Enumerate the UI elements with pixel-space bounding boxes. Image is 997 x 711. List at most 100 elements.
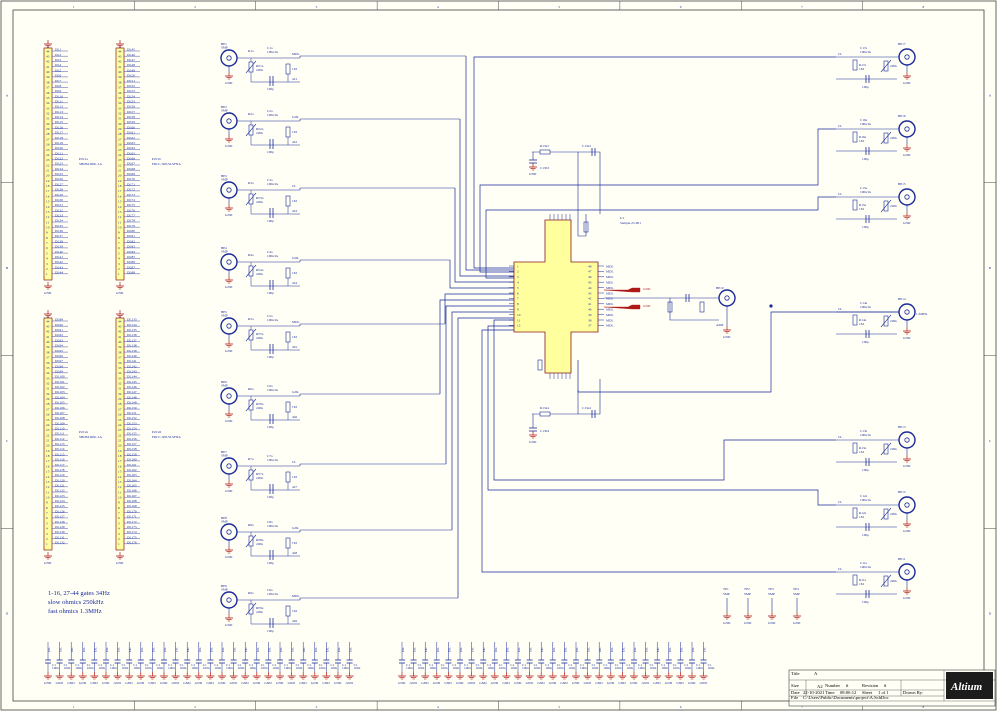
ic-pin-number: 8 bbox=[517, 302, 519, 306]
pin-number: 5 bbox=[46, 521, 48, 525]
bus-wire bbox=[479, 128, 836, 273]
thermistor-ref: RT3a bbox=[256, 196, 264, 200]
ground-label: GND bbox=[653, 681, 661, 685]
pin-number: 20 bbox=[118, 444, 122, 448]
pin-net: DL16 bbox=[55, 125, 63, 129]
connector-ref: BP8 bbox=[221, 516, 227, 520]
cap-value: 100n bbox=[261, 666, 268, 670]
pin-net: DL60 bbox=[127, 125, 135, 129]
cap-value: 100n bbox=[464, 666, 471, 670]
pin-net: DL70 bbox=[127, 177, 135, 181]
cap-small-value: 100p bbox=[862, 600, 869, 604]
connector-type: SMP bbox=[221, 314, 228, 318]
thermistor-value: 220k bbox=[256, 131, 263, 135]
pin-net: DL57 bbox=[127, 110, 135, 114]
ic-pin-number: 10 bbox=[517, 313, 521, 317]
cap-ref: C1 bbox=[307, 663, 311, 667]
ic-ref: U1 bbox=[620, 216, 624, 220]
date-label: Date bbox=[791, 690, 800, 695]
connector-ref: BP1 bbox=[221, 42, 227, 46]
cap-ref: C1 bbox=[214, 663, 218, 667]
resistor-value: 1M bbox=[292, 130, 297, 134]
net-label: CL bbox=[838, 124, 842, 128]
net-label: GDL bbox=[292, 526, 299, 530]
connector-type: SMP bbox=[221, 384, 228, 388]
pin-net: DL79 bbox=[127, 224, 135, 228]
top-resistor-label: R13a3 bbox=[540, 144, 549, 148]
thermistor-arrow bbox=[880, 442, 892, 456]
ground-label: GND bbox=[116, 291, 124, 295]
ground-label: GND bbox=[195, 681, 203, 685]
pin-net: DL88 bbox=[127, 271, 135, 275]
ic-pin-number: 43 bbox=[588, 291, 592, 295]
thermistor-ref: RT1a bbox=[256, 64, 264, 68]
cap-small-value: 100p bbox=[267, 629, 274, 633]
note-line-3: fast ohmics 1.3MHz bbox=[48, 608, 102, 615]
pin-number: 18 bbox=[118, 184, 122, 188]
pin-net: DL7 bbox=[55, 79, 62, 83]
resistor-value: 1M bbox=[292, 271, 297, 275]
ground-label: GND bbox=[444, 681, 452, 685]
pin-number: 39 bbox=[118, 345, 122, 349]
pin-net: DL78 bbox=[127, 219, 135, 223]
resistor-body bbox=[852, 131, 858, 143]
pin-number: 34 bbox=[46, 371, 50, 375]
bus-wire bbox=[459, 119, 514, 277]
pin-number: 20 bbox=[118, 174, 122, 178]
ground-label: GND bbox=[102, 681, 110, 685]
ic-pin-number: 12 bbox=[517, 324, 521, 328]
cap-value: 100n bbox=[330, 666, 337, 670]
ground-label: GND bbox=[225, 349, 233, 353]
resistor-ref: R7a bbox=[248, 457, 254, 461]
thermistor-value: 220k bbox=[890, 204, 897, 208]
pin-number: 37 bbox=[46, 86, 50, 90]
ground-label: GND bbox=[276, 681, 284, 685]
thermistor-arrow bbox=[245, 602, 257, 616]
pin-number: 37 bbox=[118, 356, 122, 360]
cap-net: DL bbox=[82, 647, 86, 652]
cap-small-value: 100p bbox=[862, 225, 869, 229]
thermistor-body bbox=[883, 575, 889, 587]
net-label: CL bbox=[838, 500, 842, 504]
pin-number: 39 bbox=[46, 75, 50, 79]
pin-number: 44 bbox=[46, 319, 50, 323]
bus-wire bbox=[445, 305, 514, 464]
cap-small-value: 100p bbox=[267, 87, 274, 91]
thermistor-value: 220k bbox=[890, 579, 897, 583]
pin-net: DL28 bbox=[55, 188, 63, 192]
pin-number: 24 bbox=[46, 153, 50, 157]
cap-net: DL bbox=[47, 647, 51, 652]
pin-number: 31 bbox=[46, 117, 50, 121]
cap-ref: C1 bbox=[464, 663, 468, 667]
pin-number: 21 bbox=[46, 438, 50, 442]
thermistor-arrow bbox=[245, 468, 257, 482]
pin-number: 13 bbox=[118, 480, 122, 484]
resistor-body bbox=[285, 331, 291, 343]
cap-net: DL bbox=[505, 647, 509, 652]
pin-number: 1 bbox=[46, 542, 48, 546]
ground-label: GND bbox=[502, 681, 510, 685]
pin-number: 31 bbox=[46, 387, 50, 391]
pin-number: 15 bbox=[118, 470, 122, 474]
amp-wire bbox=[604, 297, 719, 321]
column-marker: 3 bbox=[316, 705, 318, 709]
smp-connector-icon bbox=[220, 387, 238, 405]
cap-value: 100n bbox=[238, 666, 245, 670]
connector-ref: BP9 bbox=[221, 584, 227, 588]
ic-pin-net: MDL bbox=[606, 270, 614, 274]
thermistor-arrow bbox=[245, 328, 257, 342]
pin-net: DL152 bbox=[127, 416, 137, 420]
pin-net: DL24 bbox=[55, 167, 63, 171]
pin-number: 12 bbox=[46, 485, 50, 489]
smp-connector-icon bbox=[898, 48, 916, 66]
